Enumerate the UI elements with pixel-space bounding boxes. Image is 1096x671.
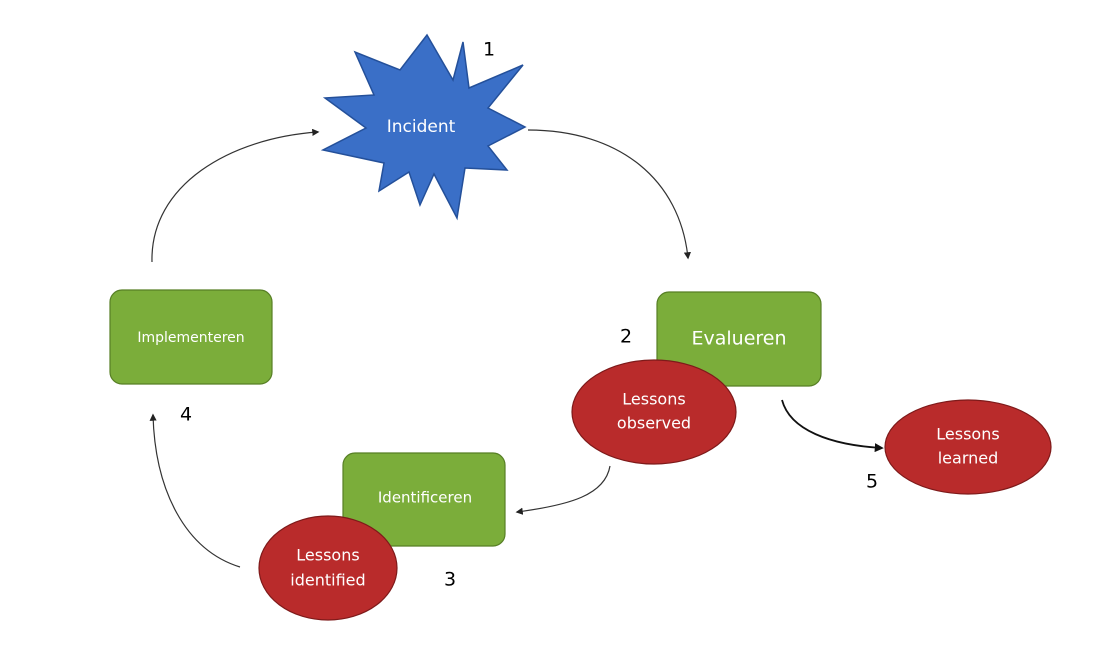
lessons-observed-label-line1: Lessons [622, 390, 685, 409]
incident-label: Incident [387, 117, 456, 137]
lessons-identified-node: Lessons identified [258, 515, 398, 621]
lessons-identified-label-line2: identified [290, 571, 365, 590]
evalueren-label: Evalueren [691, 328, 786, 350]
identificeren-node: Identificeren [342, 452, 506, 547]
implementeren-box [109, 289, 273, 385]
arrow-identified-to-implementeren [149, 413, 241, 568]
arrow-implementeren-to-incident [151, 128, 320, 263]
lessons-observed-oval [571, 359, 737, 465]
arrow-observed-to-identificeren [515, 465, 611, 515]
lessons-learned-label-line1: Lessons [936, 425, 999, 444]
step-number-5: 5 [866, 471, 878, 493]
lessons-observed-node: Lessons observed [571, 359, 737, 465]
lessons-observed-label-line2: observed [617, 414, 691, 433]
implementeren-label: Implementeren [137, 330, 244, 346]
lessons-learned-node: Lessons learned [884, 399, 1052, 495]
lessons-identified-oval [258, 515, 398, 621]
identificeren-label: Identificeren [378, 489, 472, 507]
identificeren-box [342, 452, 506, 547]
arrow-incident-to-evalueren [527, 129, 691, 260]
lessons-learned-oval [884, 399, 1052, 495]
step-number-4: 4 [180, 404, 192, 426]
incident-star-shape [320, 33, 527, 221]
step-number-1: 1 [483, 39, 495, 61]
evalueren-node: Evalueren [656, 291, 822, 387]
lessons-learned-label-line2: learned [938, 449, 999, 468]
evalueren-box [656, 291, 822, 387]
implementeren-node: Implementeren [109, 289, 273, 385]
step-number-2: 2 [620, 326, 632, 348]
step-number-3: 3 [444, 569, 456, 591]
arrow-evalueren-to-lessons-learned [781, 399, 884, 453]
incident-node: Incident [320, 33, 527, 221]
lessons-identified-label-line1: Lessons [296, 546, 359, 565]
